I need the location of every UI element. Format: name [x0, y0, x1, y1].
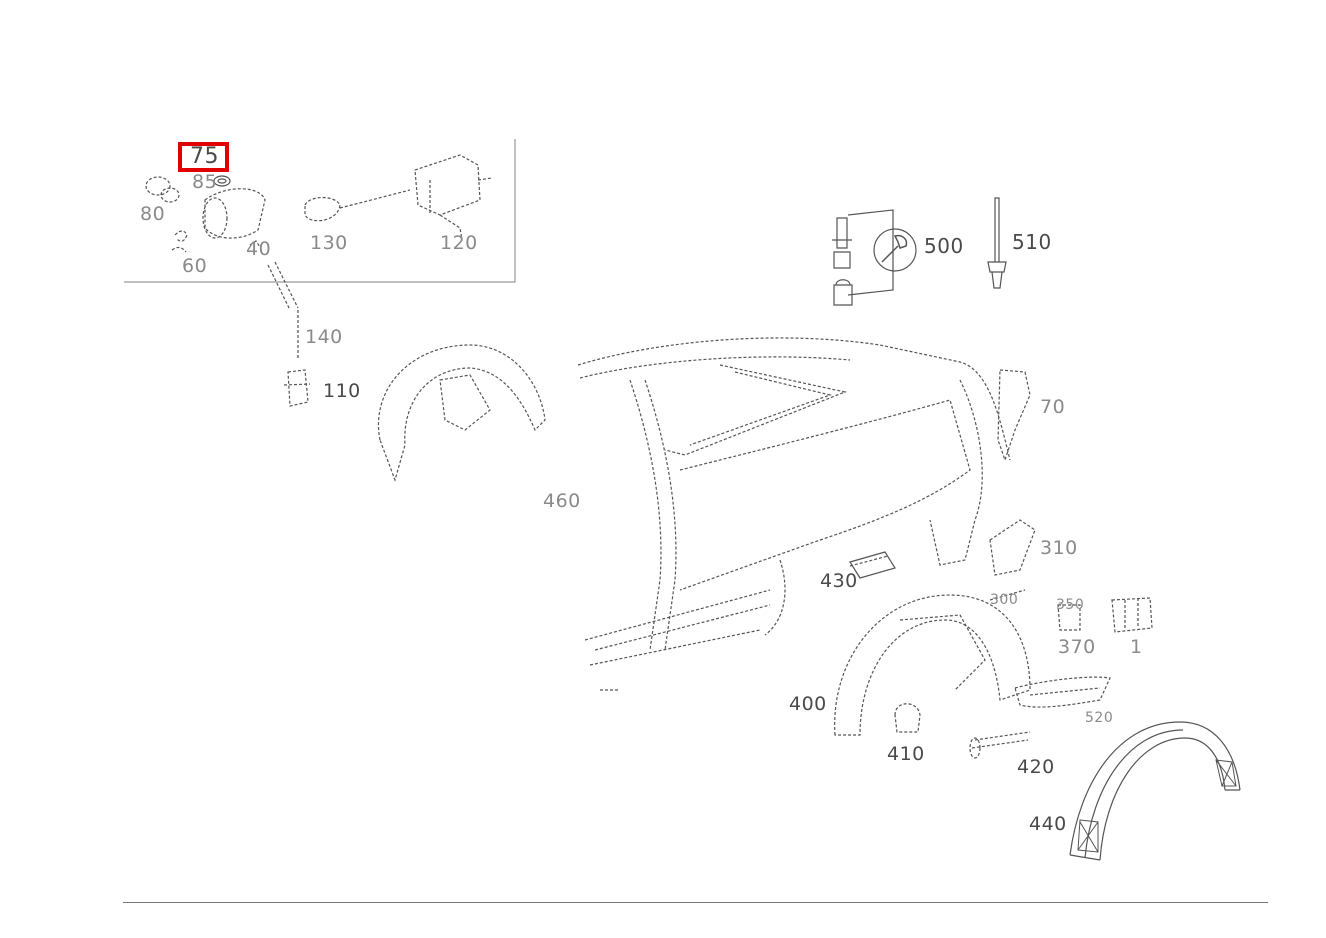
part-520-trim-b — [1029, 687, 1101, 696]
part-420-head — [969, 737, 981, 759]
callout-460[interactable]: 460 — [543, 490, 581, 512]
part-window-frame — [664, 364, 848, 456]
part-350-clip — [1057, 604, 1081, 631]
part-rear-quarter — [679, 399, 971, 591]
footer-divider — [123, 902, 1268, 903]
part-500-kit-frame — [847, 209, 894, 296]
part-430-pad — [849, 551, 896, 579]
part-420-bolt — [971, 731, 1031, 749]
wrench-icon — [873, 228, 917, 272]
part-110-clip-b — [283, 383, 311, 386]
callout-110[interactable]: 110 — [323, 380, 361, 402]
part-85-washer — [213, 175, 231, 187]
callout-370[interactable]: 370 — [1058, 636, 1096, 658]
callout-420[interactable]: 420 — [1017, 756, 1055, 778]
callout-510[interactable]: 510 — [1012, 230, 1052, 254]
part-sill — [584, 589, 771, 691]
callout-430[interactable]: 430 — [820, 570, 858, 592]
callout-300[interactable]: 300 — [990, 592, 1019, 608]
part-370-block-b — [1124, 598, 1139, 630]
callout-350[interactable]: 350 — [1056, 597, 1085, 613]
part-tail-light-area — [929, 379, 983, 566]
part-300-strip — [989, 589, 1026, 601]
callout-1[interactable]: 1 — [1130, 636, 1143, 658]
highlight-box-part-75 — [178, 142, 229, 172]
part-430-pad-b — [849, 555, 889, 567]
inset-frame — [124, 139, 516, 283]
part-70-bracket — [997, 369, 1031, 462]
part-440-arch-inner — [1099, 737, 1226, 861]
part-side-panel-top-b — [579, 356, 851, 379]
part-440-ends — [1069, 789, 1240, 861]
part-500-stud — [832, 217, 852, 269]
part-sill-b — [594, 604, 771, 651]
part-80-clip-b — [160, 187, 180, 203]
part-lower-quarter — [764, 559, 786, 636]
part-fuel-flap-cap — [202, 197, 228, 239]
part-window-frame-b — [689, 371, 833, 446]
callout-85[interactable]: 85 — [192, 171, 218, 193]
callout-400[interactable]: 400 — [789, 693, 827, 715]
callout-70[interactable]: 70 — [1040, 396, 1066, 418]
part-front-liner — [378, 344, 546, 482]
part-120-bracket — [439, 214, 463, 241]
part-80-clip — [145, 176, 171, 196]
part-side-panel-top — [577, 337, 1011, 461]
part-120-actuator — [414, 154, 481, 216]
part-410-clip — [894, 703, 921, 733]
part-40-hinge — [249, 240, 261, 248]
part-front-liner-inner — [439, 374, 491, 431]
callout-500[interactable]: 500 — [924, 234, 964, 258]
part-b-pillar — [629, 379, 677, 651]
part-actuator-rod — [339, 189, 411, 209]
callout-40[interactable]: 40 — [246, 238, 272, 260]
callout-440[interactable]: 440 — [1029, 813, 1067, 835]
part-fuel-flap — [204, 188, 266, 239]
part-310-panel — [989, 519, 1036, 576]
callout-75[interactable]: 75 — [190, 144, 219, 169]
part-440-hatch-b — [1215, 759, 1237, 787]
part-110-clip — [287, 369, 309, 407]
part-400-liner-inner — [899, 614, 986, 691]
part-400-liner — [834, 594, 1031, 736]
callout-60[interactable]: 60 — [182, 255, 208, 277]
part-440-hatch — [1077, 819, 1099, 853]
callout-410[interactable]: 410 — [887, 743, 925, 765]
part-85-washer-inner — [217, 178, 227, 184]
part-500-nut — [833, 279, 853, 306]
part-440-arch-mid — [1084, 729, 1184, 859]
part-370-block — [1111, 597, 1153, 633]
callout-130[interactable]: 130 — [310, 232, 348, 254]
callout-520[interactable]: 520 — [1085, 710, 1114, 726]
part-440-arch-outer — [1069, 721, 1241, 856]
callout-120[interactable]: 120 — [440, 232, 478, 254]
part-520-trim — [1014, 676, 1111, 708]
callout-80[interactable]: 80 — [140, 203, 166, 225]
part-130-grommet — [304, 196, 341, 222]
callout-310[interactable]: 310 — [1040, 537, 1078, 559]
part-140-cable — [267, 261, 299, 360]
part-120-actuator-b — [429, 177, 493, 215]
part-510-bolt — [987, 197, 1007, 289]
callout-140[interactable]: 140 — [305, 326, 343, 348]
part-60-spring — [171, 230, 188, 253]
